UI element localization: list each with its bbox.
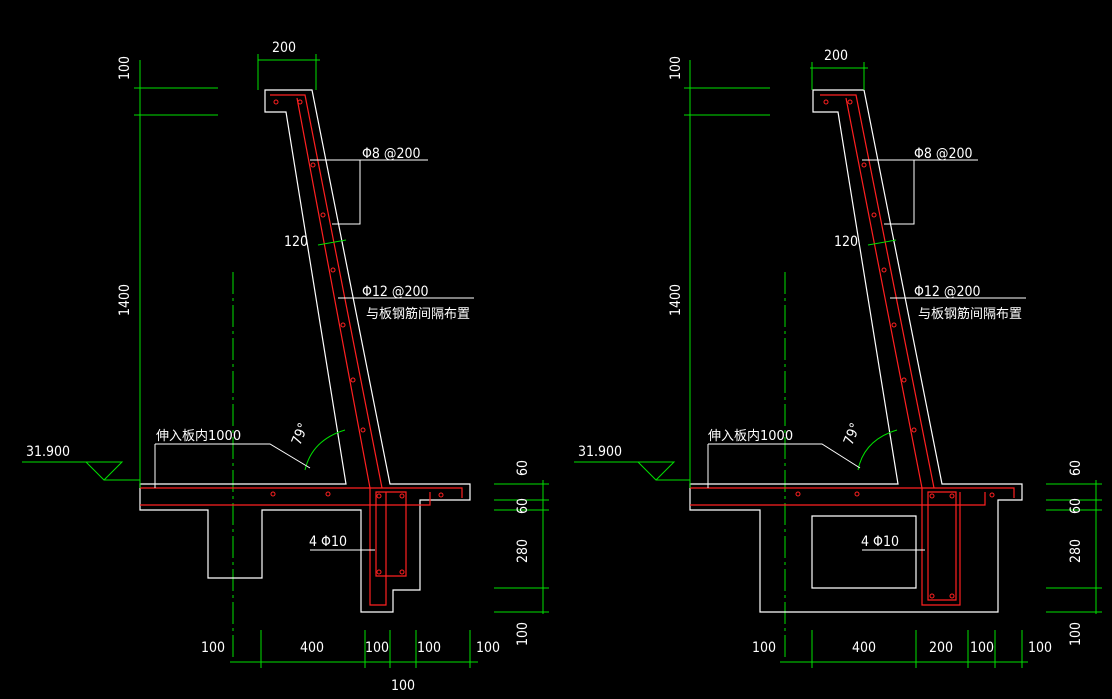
width-top-label: 200 bbox=[824, 48, 848, 64]
rebar-main-note: 与板钢筋间隔布置 bbox=[918, 306, 1022, 322]
right-dim-2: 60 bbox=[515, 498, 531, 514]
wall-rebar-outer bbox=[820, 94, 935, 489]
width-top-label: 200 bbox=[272, 40, 296, 56]
bottom-dim-4: 100 bbox=[970, 640, 994, 656]
rebar-main-label: Φ12 @200 bbox=[362, 284, 429, 300]
rebar-dots bbox=[795, 99, 995, 599]
parapet-detail-right: 200 100 1400 120 Φ8 @200 Φ12 @200 与板钢筋间隔… bbox=[574, 48, 1102, 668]
right-dim-3: 280 bbox=[515, 539, 531, 563]
elevation-marker bbox=[574, 461, 690, 481]
beam-rebar-label: 4 Φ10 bbox=[309, 534, 347, 550]
elevation-label: 31.900 bbox=[578, 444, 622, 460]
wall-rebar-inner bbox=[845, 97, 961, 606]
bottom-dim-1: 100 bbox=[752, 640, 776, 656]
thickness-label: 120 bbox=[834, 234, 858, 250]
beam-stirrup bbox=[375, 491, 407, 577]
elevation-marker bbox=[22, 461, 140, 481]
bottom-dim-3: 100 bbox=[365, 640, 389, 656]
height-top-label: 100 bbox=[117, 56, 133, 80]
angle-label: 79° bbox=[289, 421, 312, 448]
angle-label: 79° bbox=[841, 421, 864, 448]
height-top-label: 100 bbox=[668, 56, 684, 80]
right-dim-4: 100 bbox=[515, 622, 531, 646]
bottom-dim-5: 100 bbox=[1028, 640, 1052, 656]
leader-lines bbox=[154, 159, 474, 551]
wall-rebar-outer bbox=[270, 94, 383, 489]
rebar-dots bbox=[270, 99, 444, 575]
parapet-detail-left: 200 100 1400 120 Φ8 @200 Φ12 @200 与板钢筋间隔… bbox=[22, 40, 549, 694]
bottom-dim-2: 400 bbox=[300, 640, 324, 656]
dimension-lines bbox=[684, 60, 1102, 668]
angle-arc bbox=[857, 429, 898, 471]
rebar-distribution-label: Φ8 @200 bbox=[362, 146, 421, 162]
bottom-dim-4: 100 bbox=[417, 640, 441, 656]
angle-arc bbox=[304, 429, 346, 471]
rebar-distribution-label: Φ8 @200 bbox=[914, 146, 973, 162]
bottom-total-label: 100 bbox=[391, 678, 415, 694]
bottom-dim-3: 200 bbox=[929, 640, 953, 656]
slab-rebar bbox=[140, 487, 463, 506]
height-main-label: 1400 bbox=[668, 284, 684, 316]
parapet-outline bbox=[139, 89, 471, 613]
beam-void bbox=[811, 515, 917, 589]
leader-lines bbox=[707, 159, 1026, 551]
slab-rebar bbox=[690, 487, 1015, 506]
elevation-label: 31.900 bbox=[26, 444, 70, 460]
height-main-label: 1400 bbox=[117, 284, 133, 316]
bottom-dim-5: 100 bbox=[476, 640, 500, 656]
thickness-label: 120 bbox=[284, 234, 308, 250]
right-dim-1: 60 bbox=[1068, 460, 1084, 476]
wall-rebar-inner bbox=[296, 97, 387, 606]
bottom-dim-2: 400 bbox=[852, 640, 876, 656]
beam-stirrup bbox=[927, 491, 957, 601]
anchor-note: 伸入板内1000 bbox=[708, 428, 793, 444]
bottom-dim-1: 100 bbox=[201, 640, 225, 656]
right-dim-1: 60 bbox=[515, 460, 531, 476]
dimension-lines bbox=[134, 54, 549, 668]
anchor-note: 伸入板内1000 bbox=[156, 428, 241, 444]
right-dim-4: 100 bbox=[1068, 622, 1084, 646]
parapet-outline bbox=[689, 89, 1023, 613]
rebar-main-note: 与板钢筋间隔布置 bbox=[366, 306, 470, 322]
right-dim-2: 60 bbox=[1068, 498, 1084, 514]
beam-rebar-label: 4 Φ10 bbox=[861, 534, 899, 550]
right-dim-3: 280 bbox=[1068, 539, 1084, 563]
rebar-main-label: Φ12 @200 bbox=[914, 284, 981, 300]
